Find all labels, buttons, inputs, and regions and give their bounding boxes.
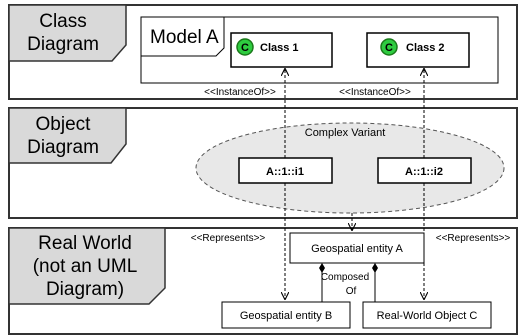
lane-real-world: Real World (not an UML Diagram) <<Repres… [8,227,518,335]
lane-real-title-line3: Diagram) [46,279,124,300]
entity-b-box [221,301,351,329]
class-1-name: Class 1 [260,42,299,54]
entity-b-label: Geospatial entity B [240,310,332,322]
lane-real-title-line2: (not an UML [33,256,138,277]
lane-class-diagram: Class Diagram Model A C Class 1 C Class … [8,4,518,100]
instance-1-box [238,157,333,184]
instance-of-label-1: <<InstanceOf>> [204,87,276,98]
instance-of-label-2: <<InstanceOf>> [339,87,411,98]
model-package-tab [140,16,225,57]
represents-label-right: <<Represents>> [436,233,511,244]
complex-variant-label: Complex Variant [305,127,386,139]
lane-class-title-line1: Class [39,11,87,32]
class-icon: C [380,38,398,56]
instance-2-label: A::1::i2 [405,166,443,178]
lane-object-diagram: Object Diagram Complex Variant A::1::i1 … [8,107,518,219]
lane-real-tab [8,227,166,305]
complex-variant-ellipse [195,122,505,214]
lane-object-title-line1: Object [36,114,92,135]
class-1-badge: C [241,42,249,54]
connectors [285,69,424,302]
class-2-name: Class 2 [406,42,445,54]
lane-class-title-line2: Diagram [27,34,99,55]
entity-c-label: Real-World Object C [377,310,478,322]
entity-c-box [362,301,492,329]
composition-diamond-b [319,263,325,273]
composed-of-line1: Composed [321,272,369,283]
represents-label-left: <<Represents>> [191,233,266,244]
class-icon: C [236,38,254,56]
composition-diamond-c [372,263,378,273]
lane-class-tab [8,4,127,62]
composed-of-line2: Of [346,286,357,297]
entity-a-label: Geospatial entity A [311,243,403,255]
lane-object-tab [8,107,127,164]
instance-1-label: A::1::i1 [266,166,304,178]
entity-a-box [289,232,425,264]
model-label: Model A [150,27,219,48]
class-2-badge: C [385,42,393,54]
lane-object-title-line2: Diagram [27,137,99,158]
lane-real-title-line1: Real World [38,233,132,254]
